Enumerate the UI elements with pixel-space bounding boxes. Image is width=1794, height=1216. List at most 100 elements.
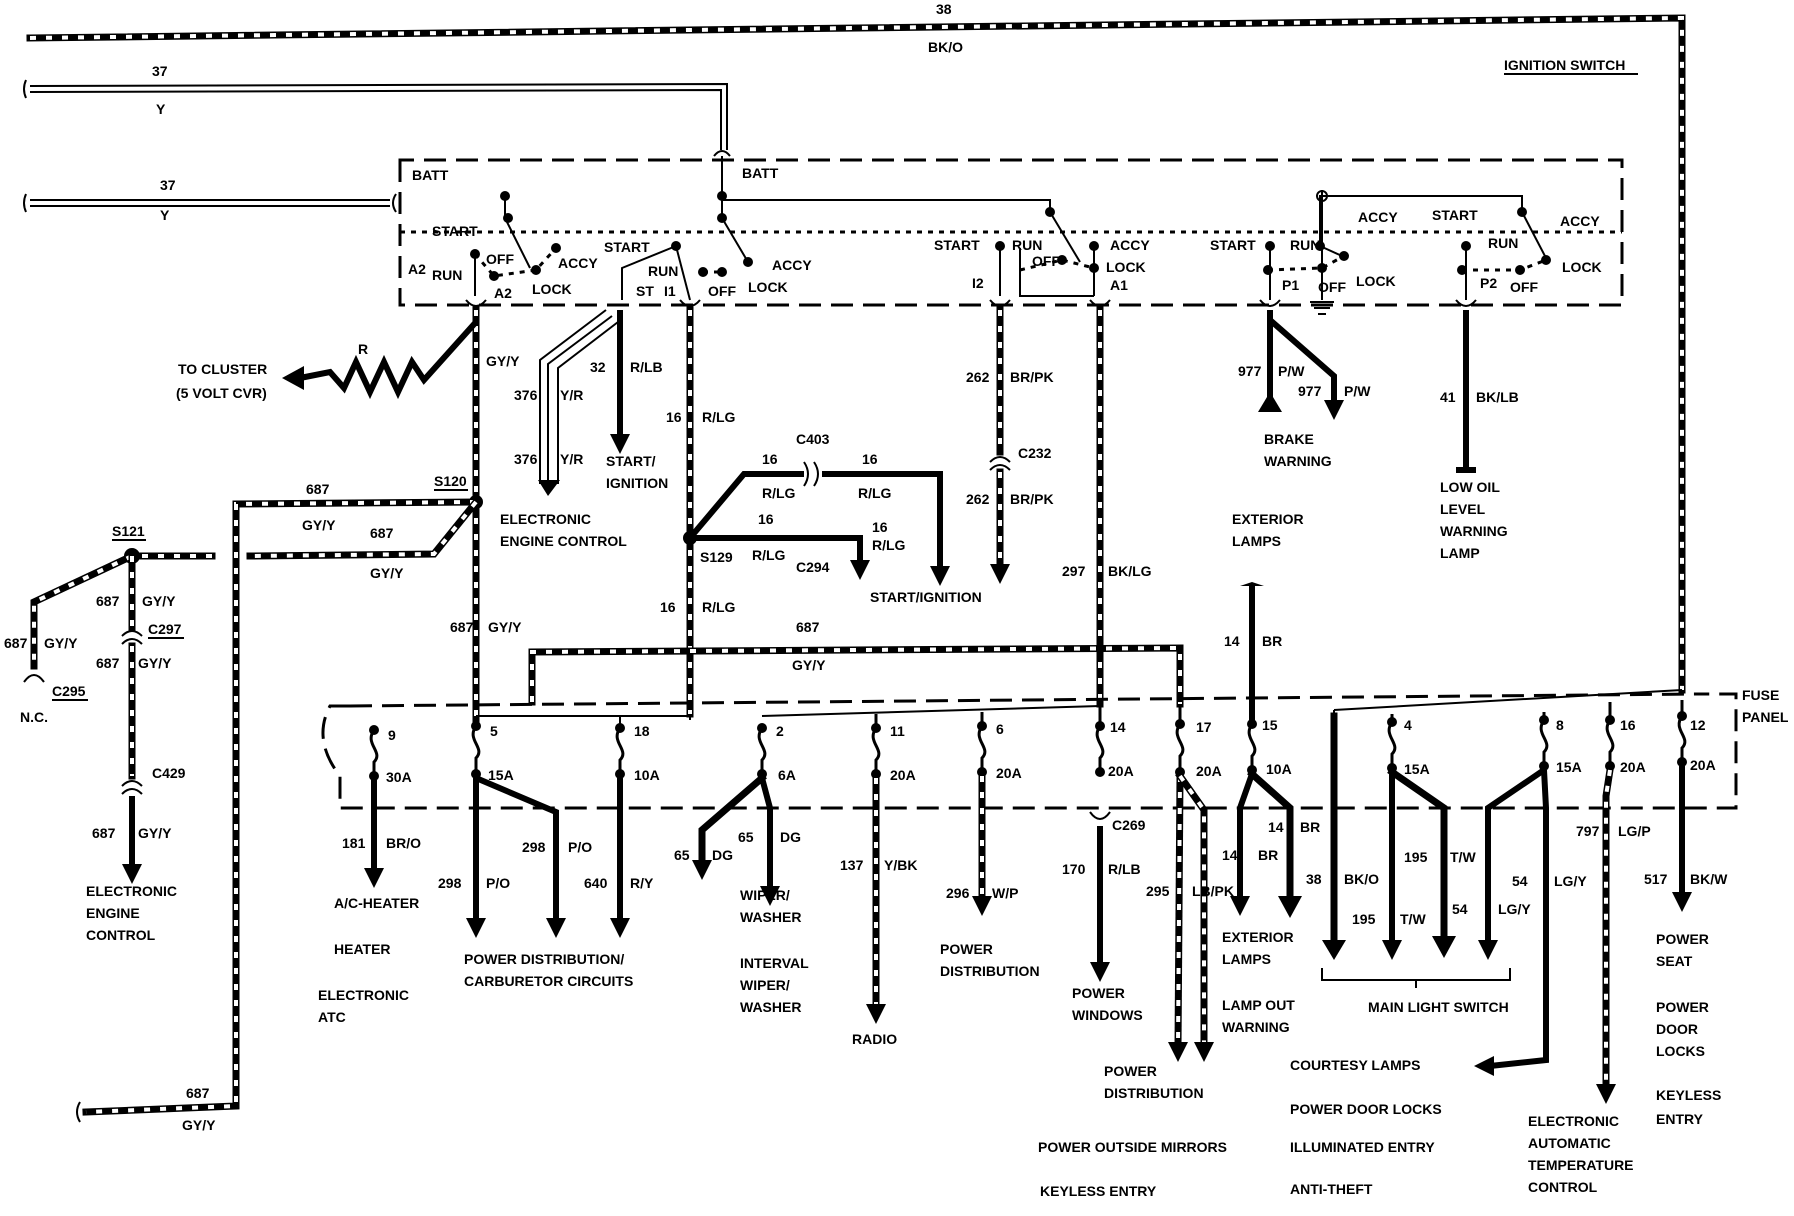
- fuse-9-cavity: 9: [388, 727, 396, 743]
- lbl-137: 137: [840, 857, 864, 873]
- lbl-r-lg-d: R/LG: [858, 485, 892, 501]
- dest-illum-entry: ILLUMINATED ENTRY: [1290, 1139, 1435, 1155]
- dest-pdl-3: LOCKS: [1656, 1043, 1705, 1059]
- ignition-switch-title: IGNITION SWITCH: [1504, 57, 1625, 73]
- fuse-18-amps: 10A: [634, 767, 660, 783]
- lbl-gy-y-b: GY/Y: [182, 1117, 216, 1133]
- fuse-5: [471, 721, 481, 779]
- out-65: [692, 773, 780, 906]
- lowoil-4: LAMP: [1440, 545, 1480, 561]
- wire-687-left-long: [76, 498, 480, 1123]
- wire-687-to-eec2: [121, 552, 143, 884]
- dest-eatc-2: AUTOMATIC: [1528, 1135, 1611, 1151]
- wire-14-br-in: [1240, 582, 1264, 724]
- eec2-1: ELECTRONIC: [86, 883, 177, 899]
- term-batt-left: BATT: [412, 167, 449, 183]
- lbl-bk-lb: BK/LB: [1476, 389, 1519, 405]
- sg1-accy: ACCY: [558, 255, 598, 271]
- lbl-r-lg-c: R/LG: [762, 485, 796, 501]
- dest-pwr-dist-2: DISTRIBUTION: [940, 963, 1040, 979]
- lbl-bk-o-b: BK/O: [1344, 871, 1379, 887]
- switch-group-3: [995, 207, 1099, 297]
- lbl-r-lg-a: R/LG: [702, 409, 736, 425]
- sg4-accy: ACCY: [1358, 209, 1398, 225]
- fuse-16-cavity: 16: [1620, 717, 1636, 733]
- connector-p1: [1259, 299, 1281, 307]
- lbl-c269: C269: [1112, 817, 1146, 833]
- lbl-517: 517: [1644, 871, 1668, 887]
- lbl-54a: 54: [1452, 901, 1468, 917]
- lbl-gy-y-c: GY/Y: [370, 565, 404, 581]
- lbl-16c: 16: [762, 451, 778, 467]
- lbl-r-lg-b: R/LG: [702, 599, 736, 615]
- lbl-br-b: BR: [1258, 847, 1278, 863]
- fuse-12: [1677, 700, 1687, 767]
- dest-atc-1: ELECTRONIC: [318, 987, 409, 1003]
- lbl-16f: 16: [872, 519, 888, 535]
- lbl-r-y: R/Y: [630, 875, 654, 891]
- lbl-977b: 977: [1298, 383, 1322, 399]
- lbl-lg-p: LG/P: [1618, 823, 1651, 839]
- lbl-p-o-b: P/O: [568, 839, 592, 855]
- fuse-6-amps: 20A: [996, 765, 1022, 781]
- lbl-195a: 195: [1352, 911, 1376, 927]
- lbl-54b: 54: [1512, 873, 1528, 889]
- lbl-c429: C429: [152, 765, 186, 781]
- lbl-br-pk-b: BR/PK: [1010, 491, 1054, 507]
- connector-a2: [465, 299, 487, 307]
- fuse-2: [757, 723, 767, 779]
- wire-37-top: [23, 79, 728, 150]
- sg1-off: OFF: [486, 251, 514, 267]
- start-ign-1: START/: [606, 453, 656, 469]
- dest-wiper-1: WIPER/: [740, 887, 790, 903]
- term-a2b: A2: [494, 285, 512, 301]
- start-ign-2: IGNITION: [606, 475, 668, 491]
- fuse-8-amps: 15A: [1556, 759, 1582, 775]
- lbl-376b: 376: [514, 451, 538, 467]
- lbl-687c: 687: [370, 525, 394, 541]
- lbl-640: 640: [584, 875, 608, 891]
- term-i2: I2: [972, 275, 984, 291]
- dest-pwr-dist-carb-1: POWER DISTRIBUTION/: [464, 951, 624, 967]
- fuse-5-cavity: 5: [490, 723, 498, 739]
- lbl-t-w-a: T/W: [1400, 911, 1426, 927]
- label-y-a: Y: [156, 101, 166, 117]
- fuse-panel-1: FUSE: [1742, 687, 1779, 703]
- lbl-296: 296: [946, 885, 970, 901]
- lbl-376a: 376: [514, 387, 538, 403]
- lbl-gy-y-e: GY/Y: [142, 593, 176, 609]
- lbl-16a: 16: [666, 409, 682, 425]
- lbl-lg-y-b: LG/Y: [1554, 873, 1587, 889]
- out-14: [1230, 769, 1302, 918]
- sg2-start: START: [604, 239, 650, 255]
- sg2-off: OFF: [708, 283, 736, 299]
- lbl-687g: 687: [92, 825, 116, 841]
- dest-pwr-dist-1: POWER: [940, 941, 993, 957]
- out-195: [1382, 767, 1456, 960]
- sg3-start: START: [934, 237, 980, 253]
- lbl-dg-a: DG: [712, 847, 733, 863]
- label-bk-o: BK/O: [928, 39, 963, 55]
- connector-i1: [679, 299, 701, 307]
- start-ign-b: START/IGNITION: [870, 589, 982, 605]
- lbl-c297: C297: [148, 621, 182, 637]
- lbl-r-lg-f: R/LG: [872, 537, 906, 553]
- sg2-run: RUN: [648, 263, 678, 279]
- fuse-4-amps: 15A: [1404, 761, 1430, 777]
- lbl-262a: 262: [966, 369, 990, 385]
- dest-lamp-out-1: LAMP OUT: [1222, 997, 1295, 1013]
- lbl-lg-y-a: LG/Y: [1498, 901, 1531, 917]
- fuse-9: [369, 725, 379, 781]
- fuse-18: [615, 723, 625, 779]
- wire-687-to-fuse17: [528, 644, 1184, 708]
- lbl-r-lb: R/LB: [630, 359, 663, 375]
- lbl-y-bk: Y/BK: [884, 857, 917, 873]
- term-a2: A2: [408, 261, 426, 277]
- sg4-lock: LOCK: [1356, 273, 1396, 289]
- wire-687-to-c295: [23, 551, 137, 683]
- fuse-15: [1247, 719, 1257, 775]
- sg1-start: START: [432, 223, 478, 239]
- dest-ext-lamps-1: EXTERIOR: [1222, 929, 1294, 945]
- fuse-4-cavity: 4: [1404, 717, 1412, 733]
